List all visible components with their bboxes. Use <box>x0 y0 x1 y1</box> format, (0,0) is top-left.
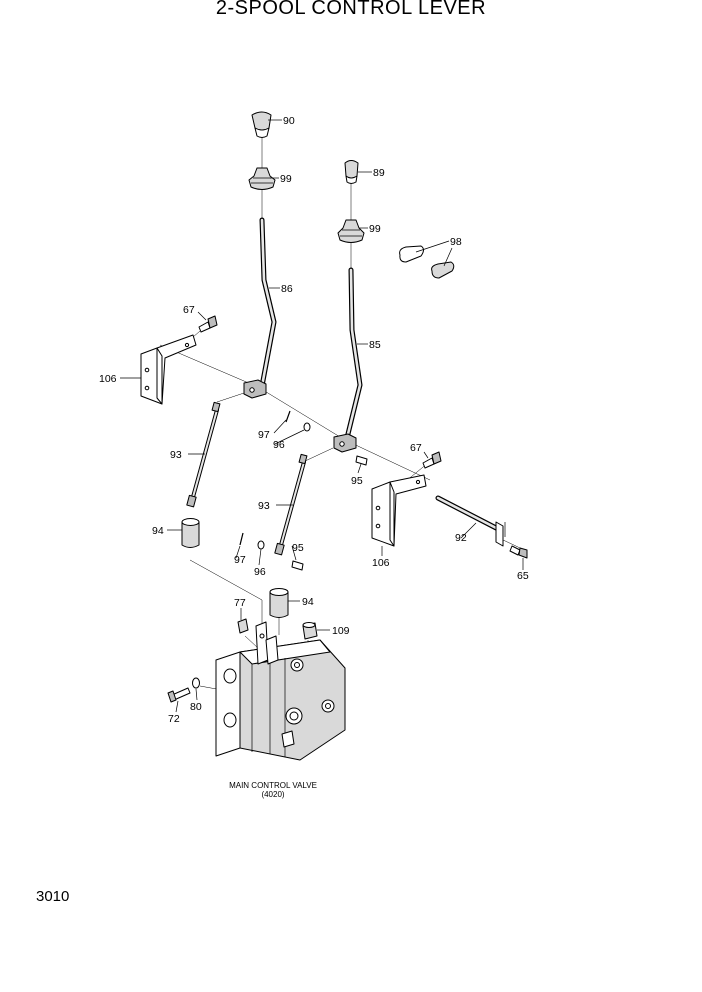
bolt-67-left <box>198 315 218 333</box>
pin-95-lower <box>291 560 304 571</box>
callout-96-lower: 96 <box>254 566 266 578</box>
caption-line2: (4020) <box>261 790 284 799</box>
knob-90 <box>251 111 272 138</box>
callout-94-left: 94 <box>152 525 164 537</box>
callout-95-upper: 95 <box>351 475 363 487</box>
pivot-left <box>243 379 267 399</box>
callout-85: 85 <box>369 339 381 351</box>
bolt-67-right <box>422 451 442 469</box>
shaft-92 <box>435 495 504 547</box>
callout-labels: 90 99 89 99 98 86 67 106 85 97 96 67 93 … <box>99 115 529 725</box>
caption-line1: MAIN CONTROL VALVE <box>229 781 317 790</box>
washer-96-lower <box>257 540 265 550</box>
callout-86: 86 <box>281 283 293 295</box>
lever-86 <box>259 217 277 389</box>
alignment-lines <box>159 132 521 746</box>
callout-67-left: 67 <box>183 304 195 316</box>
bolt-72 <box>167 687 191 703</box>
page-title: 2-SPOOL CONTROL LEVER <box>215 0 487 19</box>
bracket-106-left <box>140 334 197 405</box>
main-control-valve <box>215 621 346 761</box>
lever-85 <box>344 267 363 441</box>
valve-caption: MAIN CONTROL VALVE (4020) <box>229 781 317 799</box>
pin-95-upper <box>355 455 368 466</box>
callout-67-right: 67 <box>410 442 422 454</box>
callout-106-left: 106 <box>99 373 117 385</box>
pin-97-lower <box>239 532 244 546</box>
callout-95-lower: 95 <box>292 542 304 554</box>
callout-80: 80 <box>190 701 202 713</box>
part-77 <box>237 618 249 634</box>
pivot-right <box>333 433 357 453</box>
callout-89: 89 <box>373 167 385 179</box>
spool-cap-94-left <box>181 518 200 548</box>
callout-106-right: 106 <box>372 557 390 569</box>
callout-99-left: 99 <box>280 173 292 185</box>
pin-97-upper <box>285 410 291 423</box>
boot-99-left <box>248 167 276 190</box>
bracket-106-right <box>371 474 427 547</box>
leader-lines <box>120 119 524 713</box>
bolt-65 <box>509 545 528 559</box>
callout-93-left: 93 <box>170 449 182 461</box>
callout-109: 109 <box>332 625 350 637</box>
callout-94-right: 94 <box>302 596 314 608</box>
washer-96-upper <box>303 422 311 432</box>
boot-99-right <box>337 219 365 243</box>
callout-96-upper: 96 <box>273 439 285 451</box>
knob-89 <box>344 160 359 184</box>
callout-65: 65 <box>517 570 529 582</box>
callout-92: 92 <box>455 532 467 544</box>
washer-80 <box>192 677 200 689</box>
callout-72: 72 <box>168 713 180 725</box>
callout-93-right: 93 <box>258 500 270 512</box>
callout-98: 98 <box>450 236 462 248</box>
callout-97-upper: 97 <box>258 429 270 441</box>
link-93-right <box>274 453 308 556</box>
page-number: 3010 <box>36 888 70 905</box>
callout-97-lower: 97 <box>234 554 246 566</box>
spool-cap-94-right <box>269 588 289 618</box>
callout-77: 77 <box>234 597 246 609</box>
link-93-left <box>186 401 221 508</box>
callout-90: 90 <box>283 115 295 127</box>
caps-98 <box>399 245 455 279</box>
callout-99-right: 99 <box>369 223 381 235</box>
